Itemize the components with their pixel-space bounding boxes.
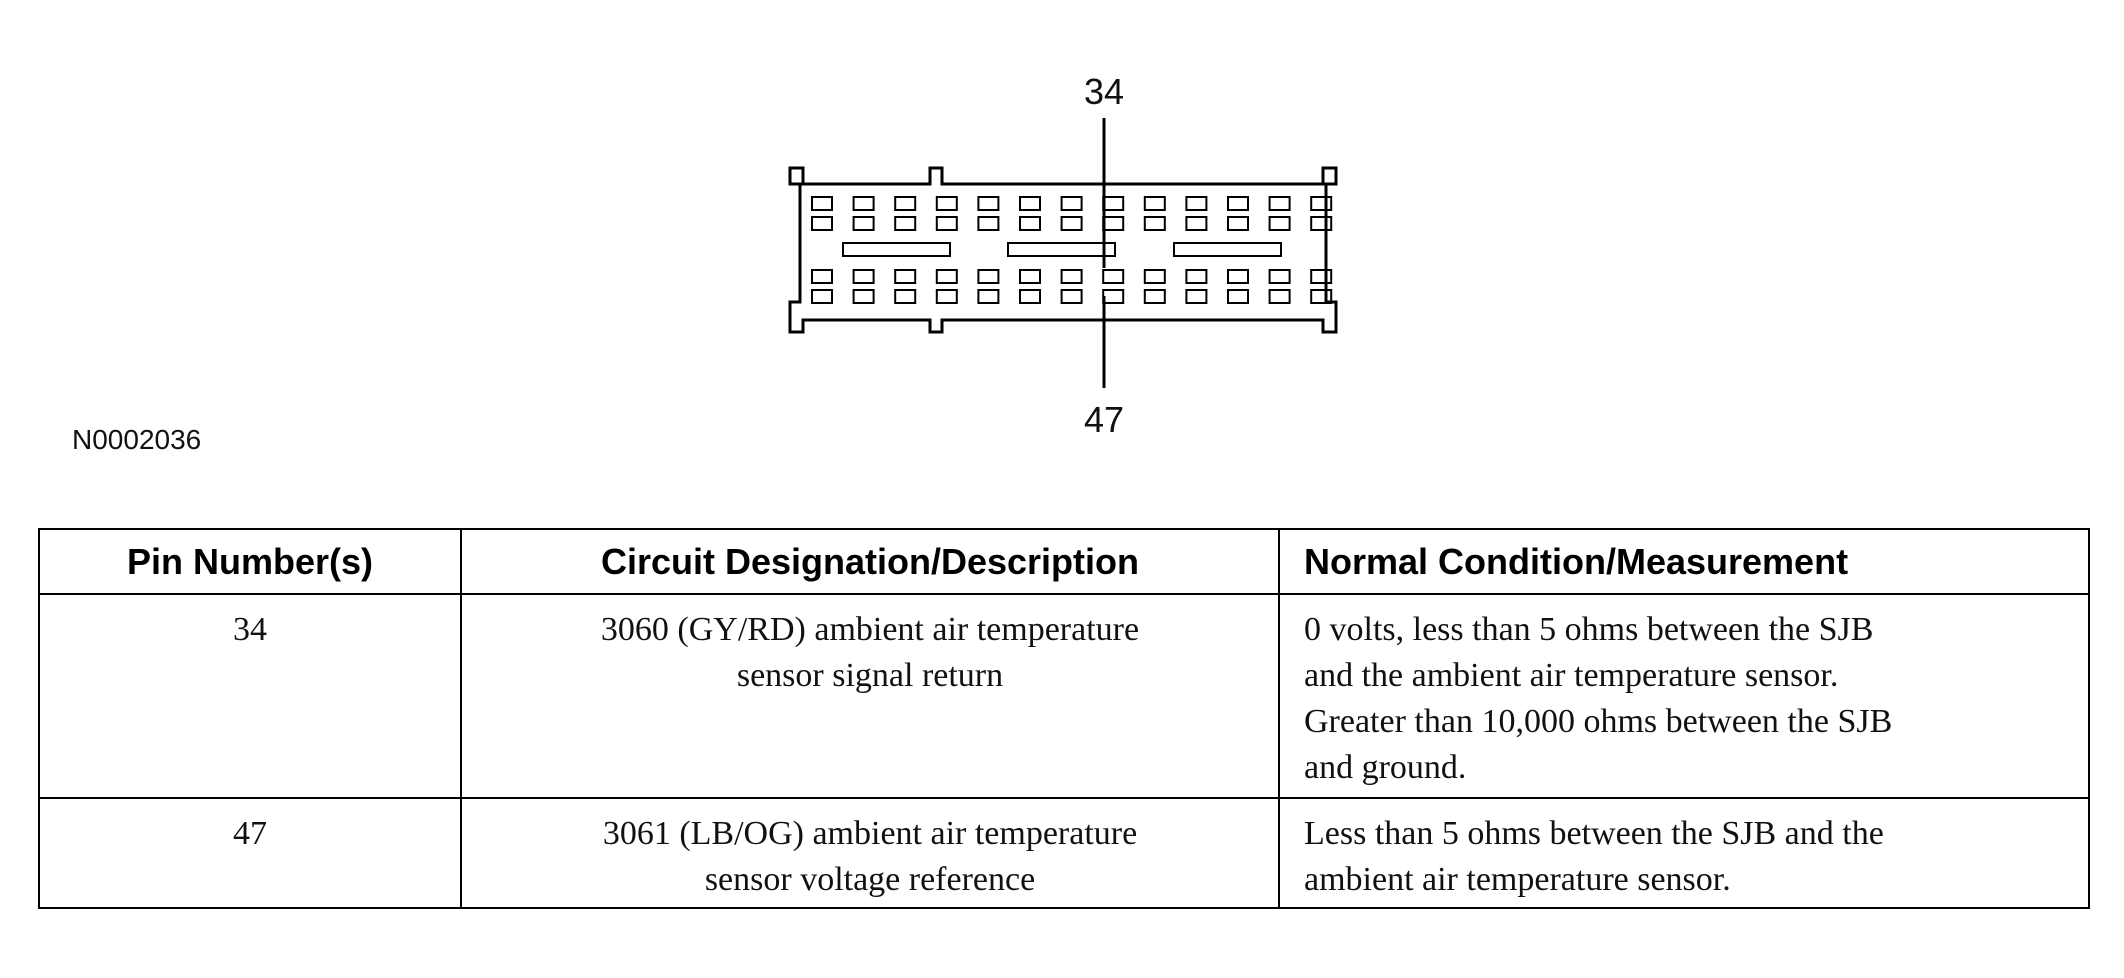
latch-slot bbox=[1007, 242, 1116, 257]
table-row: 47 3061 (LB/OG) ambient air temperature … bbox=[38, 797, 2090, 909]
condition-line: and ground. bbox=[1304, 749, 1467, 786]
pin-cavity bbox=[1310, 269, 1333, 284]
pin-cavity bbox=[1227, 216, 1249, 231]
pin-cavity bbox=[1143, 216, 1166, 231]
pin-cavity bbox=[1268, 289, 1291, 304]
pin-number-cell: 34 bbox=[38, 593, 462, 799]
table-row: 34 3060 (GY/RD) ambient air temperature … bbox=[38, 593, 2090, 799]
pin-cavity bbox=[977, 196, 1000, 211]
circuit-description-cell: 3060 (GY/RD) ambient air temperature sen… bbox=[460, 593, 1280, 799]
pin-cavity bbox=[852, 196, 875, 211]
pin-cavity bbox=[1019, 216, 1041, 231]
pin-cavity bbox=[1227, 269, 1249, 284]
circuit-line: 3061 (LB/OG) ambient air temperature bbox=[602, 815, 1138, 852]
pin-cavity bbox=[1185, 269, 1208, 284]
pin-cavity bbox=[1060, 289, 1083, 304]
circuit-line: 3060 (GY/RD) ambient air temperature bbox=[600, 611, 1140, 648]
pin-cavity bbox=[935, 289, 958, 304]
pin-cavity bbox=[894, 196, 917, 211]
pin-label-47: 47 bbox=[1084, 399, 1124, 440]
figure-id: N0002036 bbox=[72, 424, 202, 455]
header-pin-numbers: Pin Number(s) bbox=[38, 528, 462, 595]
pin-cavity bbox=[852, 216, 875, 231]
pin-cavity bbox=[977, 269, 1000, 284]
pin-cavity bbox=[1102, 196, 1125, 211]
pin-cavity bbox=[811, 196, 833, 211]
pin-cavity bbox=[1102, 269, 1125, 284]
condition-line: Greater than 10,000 ohms between the SJB bbox=[1304, 703, 1893, 740]
pin-cavity bbox=[1019, 196, 1041, 211]
connector-outline bbox=[788, 166, 1338, 334]
pin-cavity bbox=[1060, 216, 1083, 231]
condition-cell: Less than 5 ohms between the SJB and the… bbox=[1278, 797, 2090, 909]
pin-cavity bbox=[811, 289, 833, 304]
pin-cavity bbox=[1310, 289, 1333, 304]
pin-cavity bbox=[935, 269, 958, 284]
connector-diagram: 34 47 bbox=[788, 71, 1338, 440]
pin-cavity bbox=[1060, 196, 1083, 211]
pin-table: Pin Number(s) Circuit Designation/Descri… bbox=[38, 528, 2090, 909]
pin-cavity bbox=[1268, 216, 1291, 231]
pin-cavity bbox=[894, 216, 917, 231]
circuit-line: sensor voltage reference bbox=[704, 861, 1036, 898]
condition-line: ambient air temperature sensor. bbox=[1304, 861, 1731, 898]
pin-cavity bbox=[852, 289, 875, 304]
pin-cavity bbox=[1227, 289, 1249, 304]
condition-cell: 0 volts, less than 5 ohms between the SJ… bbox=[1278, 593, 2090, 799]
table-header-row: Pin Number(s) Circuit Designation/Descri… bbox=[38, 528, 2090, 595]
pin-label-34: 34 bbox=[1084, 71, 1124, 112]
pin-cavity bbox=[1185, 196, 1208, 211]
pin-cavity bbox=[935, 216, 958, 231]
pin-cavity bbox=[1019, 269, 1041, 284]
pin-cavity bbox=[811, 216, 833, 231]
header-circuit-designation: Circuit Designation/Description bbox=[460, 528, 1280, 595]
circuit-line: sensor signal return bbox=[736, 657, 1004, 694]
pin-cavity bbox=[1102, 289, 1125, 304]
pin-cavity bbox=[1019, 289, 1041, 304]
pin-cavity bbox=[1227, 196, 1249, 211]
pin-cavity bbox=[894, 289, 917, 304]
pin-cavity bbox=[1102, 216, 1125, 231]
pin-cavity bbox=[1143, 289, 1166, 304]
circuit-description-cell: 3061 (LB/OG) ambient air temperature sen… bbox=[460, 797, 1280, 909]
connector-pin-grid bbox=[811, 196, 1333, 304]
pin-cavity bbox=[894, 269, 917, 284]
latch-slot bbox=[842, 242, 951, 257]
header-normal-condition: Normal Condition/Measurement bbox=[1278, 528, 2090, 595]
pin-number-cell: 47 bbox=[38, 797, 462, 909]
pin-cavity bbox=[1268, 269, 1291, 284]
pin-cavity bbox=[977, 216, 1000, 231]
pin-cavity bbox=[1060, 269, 1083, 284]
pin-cavity bbox=[977, 289, 1000, 304]
pin-cavity bbox=[1185, 216, 1208, 231]
latch-slot bbox=[1173, 242, 1282, 257]
pin-cavity bbox=[1143, 196, 1166, 211]
pin-cavity bbox=[852, 269, 875, 284]
pin-cavity bbox=[1185, 289, 1208, 304]
pin-cavity bbox=[1310, 196, 1333, 211]
condition-line: and the ambient air temperature sensor. bbox=[1304, 657, 1839, 694]
pin-cavity bbox=[1310, 216, 1333, 231]
pin-cavity bbox=[1143, 269, 1166, 284]
condition-line: Less than 5 ohms between the SJB and the bbox=[1304, 815, 1884, 852]
condition-line: 0 volts, less than 5 ohms between the SJ… bbox=[1304, 611, 1874, 648]
pin-cavity bbox=[1268, 196, 1291, 211]
pin-cavity bbox=[935, 196, 958, 211]
pin-cavity bbox=[811, 269, 833, 284]
